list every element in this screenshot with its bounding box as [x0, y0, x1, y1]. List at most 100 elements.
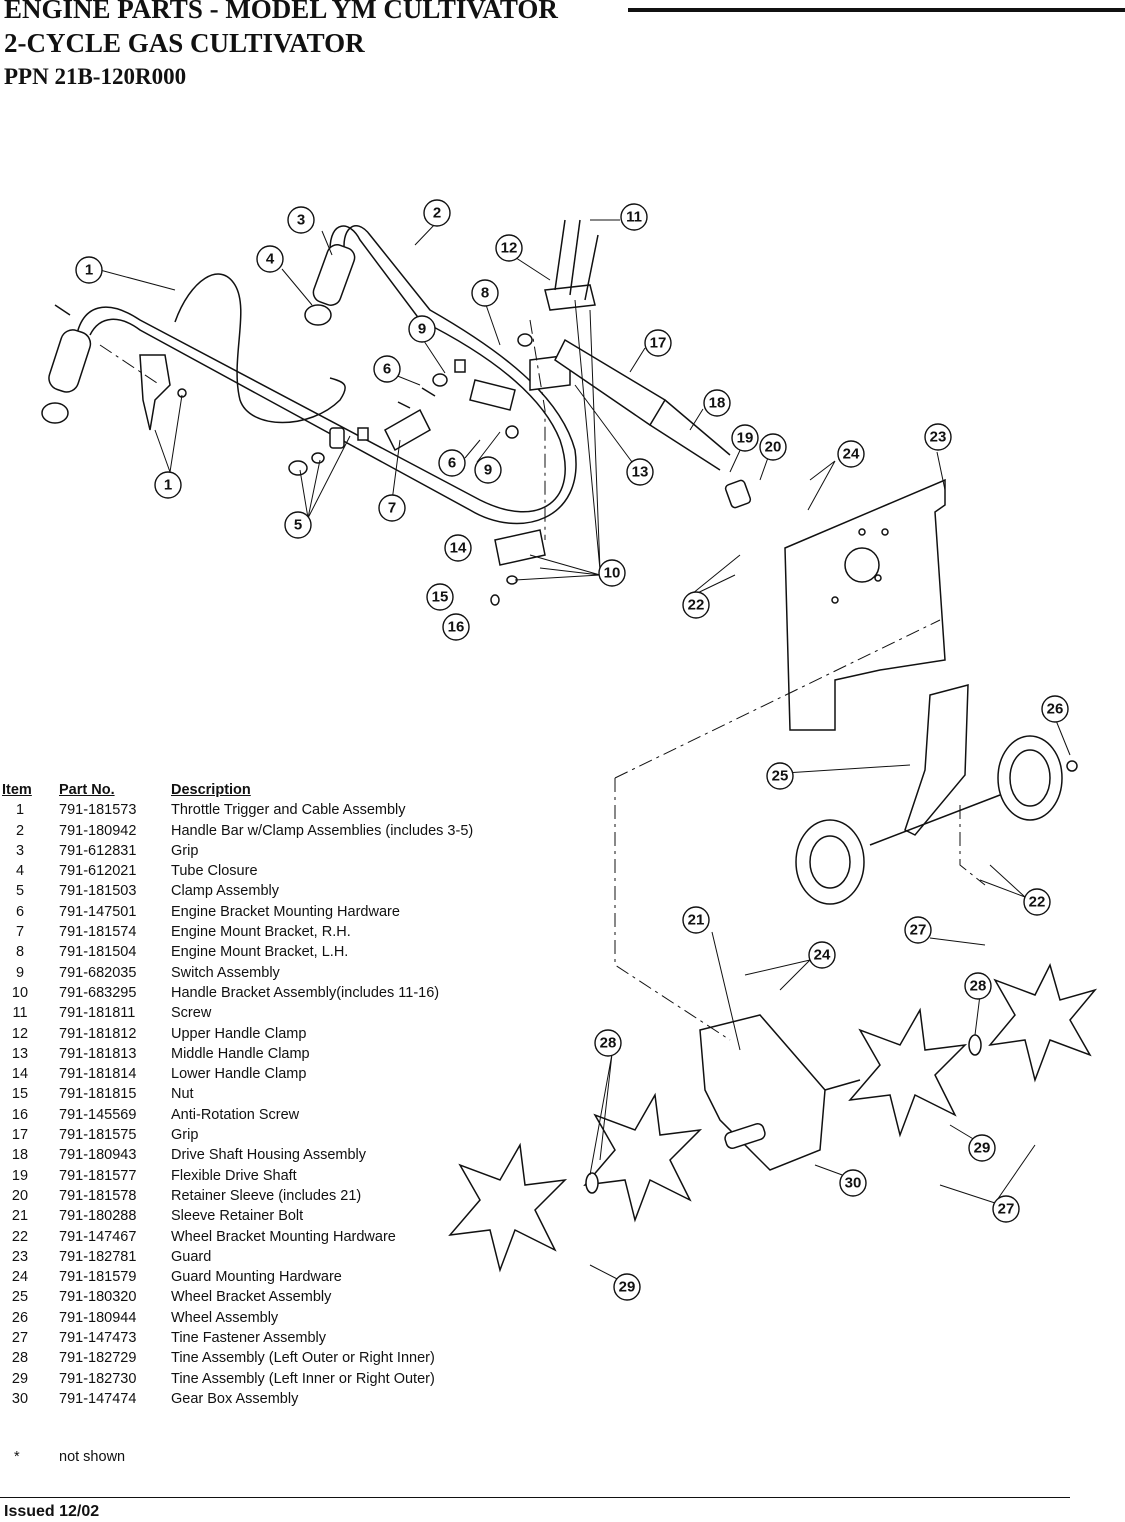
svg-text:1: 1 [85, 262, 93, 279]
row-description: Anti-Rotation Screw [171, 1106, 300, 1123]
row-item: 6 [15, 903, 25, 920]
row-part-no: 791-180288 [59, 1208, 137, 1225]
row-description: Grip [171, 842, 199, 859]
row-part-no: 791-180320 [59, 1289, 137, 1306]
row-description: Drive Shaft Housing Assembly [171, 1147, 367, 1164]
row-item: 19 [11, 1167, 29, 1184]
row-part-no: 791-181574 [59, 924, 137, 941]
row-description: Upper Handle Clamp [171, 1025, 307, 1042]
row-item: 1 [15, 802, 25, 819]
row-description: Engine Bracket Mounting Hardware [171, 903, 400, 920]
row-description: Gear Box Assembly [171, 1390, 299, 1407]
row-item: 24 [11, 1269, 29, 1286]
engine-bracket-drawing [288, 333, 533, 476]
row-description: Engine Mount Bracket, R.H. [171, 924, 351, 941]
assembly-dash-line [99, 319, 986, 1041]
callout-27a: 27 [904, 916, 932, 944]
row-item: 4 [15, 863, 25, 880]
row-part-no: 791-181815 [59, 1086, 137, 1103]
row-part-no: 791-181811 [59, 1005, 136, 1022]
svg-text:19: 19 [737, 430, 754, 447]
callout-22b: 22 [1023, 888, 1051, 916]
callout-24b: 24 [808, 941, 836, 969]
svg-text:6: 6 [448, 455, 456, 472]
svg-text:4: 4 [266, 251, 275, 268]
row-item: 23 [11, 1248, 29, 1265]
svg-text:24: 24 [843, 446, 860, 463]
svg-text:6: 6 [383, 361, 391, 378]
svg-text:25: 25 [772, 768, 789, 785]
callout-6b: 6 [438, 449, 466, 477]
row-part-no: 791-147501 [59, 903, 137, 920]
row-part-no: 791-180943 [59, 1147, 137, 1164]
row-item: 13 [11, 1045, 29, 1062]
row-part-no: 791-180942 [59, 822, 137, 839]
exploded-parts-diagram: 1 2 3 4 1 5 6 7 6 8 9 9 10 11 12 13 14 1… [41, 199, 1098, 1301]
svg-text:26: 26 [1047, 701, 1064, 718]
footnote-symbol: * [14, 1449, 20, 1465]
row-description: Nut [171, 1086, 194, 1103]
header-description: Description [171, 782, 251, 798]
svg-text:8: 8 [481, 285, 489, 302]
svg-text:24: 24 [814, 947, 831, 964]
row-description: Wheel Bracket Mounting Hardware [171, 1228, 396, 1245]
svg-text:16: 16 [448, 619, 465, 636]
row-item: 2 [15, 822, 25, 839]
issued-date: Issued 12/02 [4, 1503, 100, 1520]
svg-text:28: 28 [970, 978, 987, 995]
svg-text:20: 20 [765, 439, 782, 456]
callout-1a: 1 [75, 256, 103, 284]
row-part-no: 791-145569 [59, 1106, 137, 1123]
footer-rule [0, 1497, 1070, 1498]
handle-bar-drawing [41, 225, 577, 525]
svg-text:30: 30 [845, 1175, 862, 1192]
callout-14: 14 [444, 534, 472, 562]
row-description: Tube Closure [171, 863, 258, 880]
row-description: Wheel Assembly [171, 1309, 279, 1326]
callout-5: 5 [284, 511, 312, 539]
row-description: Lower Handle Clamp [171, 1066, 307, 1083]
callout-24a: 24 [837, 440, 865, 468]
callout-28b: 28 [594, 1029, 622, 1057]
callout-18: 18 [703, 389, 731, 417]
row-part-no: 791-181578 [59, 1187, 137, 1204]
svg-text:11: 11 [626, 209, 642, 226]
row-item: 5 [15, 883, 25, 900]
callout-29a: 29 [968, 1134, 996, 1162]
row-description: Sleeve Retainer Bolt [171, 1208, 304, 1225]
svg-text:9: 9 [418, 321, 426, 338]
svg-text:13: 13 [632, 464, 649, 481]
row-item: 21 [11, 1208, 29, 1225]
row-part-no: 791-612021 [59, 863, 137, 880]
page-title: ENGINE PARTS - MODEL YM CULTIVATOR [4, 0, 558, 24]
svg-text:22: 22 [1029, 894, 1046, 911]
footnote-text: not shown [59, 1449, 126, 1465]
row-part-no: 791-180944 [59, 1309, 137, 1326]
header-item: Item [2, 782, 32, 798]
row-item: 9 [15, 964, 25, 981]
row-item: 25 [11, 1289, 29, 1306]
row-part-no: 791-181579 [59, 1269, 137, 1286]
svg-text:12: 12 [501, 240, 518, 257]
guard-drawing [784, 478, 946, 731]
tines-drawing [448, 962, 1098, 1273]
svg-text:29: 29 [974, 1140, 991, 1157]
row-part-no: 791-182781 [59, 1248, 137, 1265]
row-description: Guard [171, 1248, 212, 1265]
svg-text:9: 9 [484, 462, 492, 479]
row-item: 8 [15, 944, 25, 961]
row-part-no: 791-682035 [59, 964, 137, 981]
row-item: 14 [11, 1066, 29, 1083]
row-part-no: 791-181814 [59, 1066, 137, 1083]
svg-text:28: 28 [600, 1035, 617, 1052]
svg-text:22: 22 [688, 597, 705, 614]
callout-26: 26 [1041, 695, 1069, 723]
row-description: Flexible Drive Shaft [171, 1167, 297, 1184]
svg-text:15: 15 [432, 589, 449, 606]
header-part-no: Part No. [59, 782, 115, 798]
row-part-no: 791-181504 [59, 944, 137, 961]
callout-13: 13 [626, 458, 654, 486]
callout-8: 8 [471, 279, 499, 307]
callout-7: 7 [378, 494, 406, 522]
callout-27b: 27 [992, 1195, 1020, 1223]
